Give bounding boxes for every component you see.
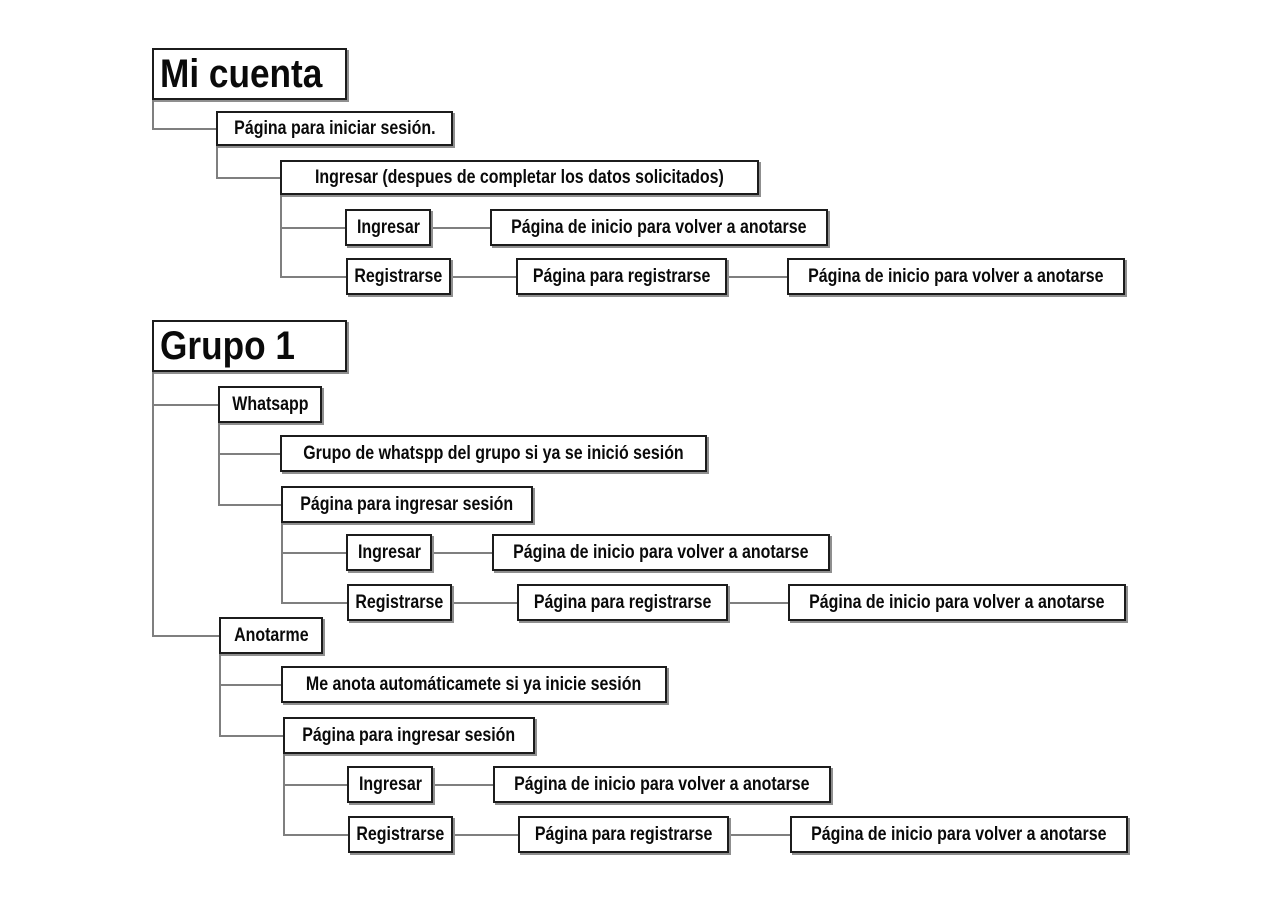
diagram-box-label: Registrarse (356, 823, 445, 845)
connector-line (283, 834, 348, 836)
connector-line (152, 128, 216, 130)
connector-line (281, 602, 347, 604)
diagram-box-n7: Página de inicio para volver a anotarse (787, 258, 1125, 295)
connector-line (152, 635, 219, 637)
connector-line (219, 654, 221, 737)
diagram-box-n6: Página para registrarse (516, 258, 727, 295)
diagram-box-label: Ingresar (358, 773, 422, 795)
connector-line (280, 276, 346, 278)
diagram-box-label: Página de inicio para volver a anotarse (811, 823, 1107, 845)
diagram-box-n5: Registrarse (346, 258, 451, 295)
diagram-box-label: Ingresar (357, 541, 421, 563)
diagram-box-label: Página de inicio para volver a anotarse (808, 265, 1104, 287)
tree-title-box-t1: Mi cuenta (152, 48, 347, 100)
connector-line (283, 784, 347, 786)
connector-line (728, 602, 788, 604)
diagram-box-n2: Ingresar (despues de completar los datos… (280, 160, 759, 195)
diagram-box-label: Página para ingresar sesión (302, 724, 516, 746)
connector-line (453, 834, 518, 836)
diagram-box-m8: Página de inicio para volver a anotarse (788, 584, 1126, 621)
connector-line (451, 276, 516, 278)
diagram-box-label: Página para iniciar sesión. (233, 117, 436, 139)
diagram-box-m16: Página de inicio para volver a anotarse (790, 816, 1128, 853)
connector-line (283, 754, 285, 836)
diagram-box-label: Página de inicio para volver a anotarse (809, 591, 1105, 613)
diagram-box-m14: Registrarse (348, 816, 453, 853)
diagram-box-label: Página de inicio para volver a anotarse (511, 216, 807, 238)
diagram-box-label: Página para ingresar sesión (300, 493, 514, 515)
diagram-box-m7: Página para registrarse (517, 584, 728, 621)
diagram-box-label: Página de inicio para volver a anotarse (514, 773, 810, 795)
diagram-box-m5: Página de inicio para volver a anotarse (492, 534, 830, 571)
connector-line (216, 146, 218, 179)
diagram-box-label: Página para registrarse (534, 823, 713, 845)
diagram-box-label: Whatsapp (231, 393, 309, 415)
connector-line (432, 552, 492, 554)
connector-line (218, 504, 281, 506)
tree-title-label: Grupo 1 (160, 323, 295, 368)
diagram-box-m10: Me anota automáticamete si ya inicie ses… (281, 666, 667, 703)
diagram-box-m4: Ingresar (346, 534, 432, 571)
connector-line (152, 100, 154, 130)
connector-line (152, 372, 154, 637)
diagram-box-label: Registrarse (355, 591, 444, 613)
connector-line (452, 602, 517, 604)
diagram-box-m12: Ingresar (347, 766, 433, 803)
connector-line (729, 834, 790, 836)
connector-line (431, 227, 490, 229)
diagram-box-m15: Página para registrarse (518, 816, 729, 853)
connector-line (219, 735, 283, 737)
diagram-box-m2: Grupo de whatspp del grupo si ya se inic… (280, 435, 707, 472)
diagram-box-label: Registrarse (354, 265, 443, 287)
diagram-box-m11: Página para ingresar sesión (283, 717, 535, 754)
connector-line (727, 276, 787, 278)
tree-title-label: Mi cuenta (160, 51, 323, 96)
diagram-box-label: Página de inicio para volver a anotarse (513, 541, 809, 563)
connector-line (216, 177, 280, 179)
diagram-box-label: Página para registrarse (532, 265, 711, 287)
diagram-box-m13: Página de inicio para volver a anotarse (493, 766, 831, 803)
connector-line (280, 227, 345, 229)
diagram-box-label: Grupo de whatspp del grupo si ya se inic… (303, 442, 684, 464)
diagram-box-m9: Anotarme (219, 617, 323, 654)
diagram-box-m3: Página para ingresar sesión (281, 486, 533, 523)
diagram-box-n1: Página para iniciar sesión. (216, 111, 453, 146)
diagram-box-m1: Whatsapp (218, 386, 322, 423)
diagram-box-label: Anotarme (233, 624, 309, 646)
diagram-box-n3: Ingresar (345, 209, 431, 246)
connector-line (218, 423, 220, 506)
connector-line (280, 195, 282, 278)
connector-line (433, 784, 493, 786)
tree-title-box-t2: Grupo 1 (152, 320, 347, 372)
connector-line (281, 552, 346, 554)
diagram-box-label: Ingresar (despues de completar los datos… (315, 166, 724, 188)
connector-line (218, 453, 280, 455)
connector-line (281, 523, 283, 604)
diagram-box-label: Ingresar (356, 216, 420, 238)
connector-line (219, 684, 281, 686)
diagram-box-m6: Registrarse (347, 584, 452, 621)
diagram-box-label: Me anota automáticamete si ya inicie ses… (306, 673, 642, 695)
diagram-box-label: Página para registrarse (533, 591, 712, 613)
diagram-box-n4: Página de inicio para volver a anotarse (490, 209, 828, 246)
connector-line (152, 404, 218, 406)
